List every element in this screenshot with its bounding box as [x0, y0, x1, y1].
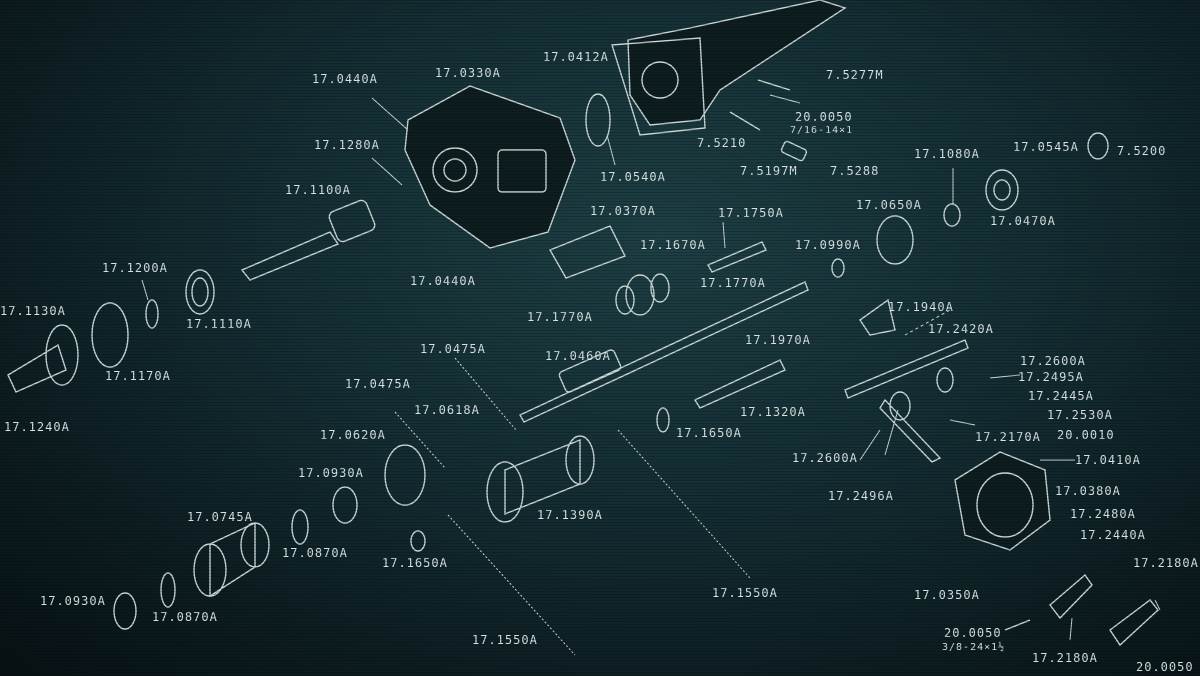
part-label: 17.1240A: [4, 420, 70, 434]
part-label: 17.0440A: [312, 72, 378, 86]
shift-lever-2: [1109, 599, 1159, 647]
snap-ring: [145, 299, 159, 329]
part-label: 17.1750A: [718, 206, 784, 220]
part-label: 17.1970A: [745, 333, 811, 347]
part-label: 17.0870A: [282, 546, 348, 560]
part-label: 17.0990A: [795, 238, 861, 252]
part-label: 3/8-24×1½: [942, 642, 1006, 653]
part-label: 17.0412A: [543, 50, 609, 64]
part-label: 20.0050: [795, 110, 853, 124]
part-label: 17.2440A: [1080, 528, 1146, 542]
part-label: 17.1200A: [102, 261, 168, 275]
extension-housing: [611, 0, 847, 136]
gear-right: [876, 215, 914, 265]
part-label: 17.0460A: [545, 349, 611, 363]
part-label: 17.1650A: [676, 426, 742, 440]
part-label: 17.2530A: [1047, 408, 1113, 422]
part-label: 17.2180A: [1133, 556, 1199, 570]
part-label: 17.2496A: [828, 489, 894, 503]
part-label: 17.2420A: [928, 322, 994, 336]
part-label: 17.2180A: [1032, 651, 1098, 665]
part-label: 17.0440A: [410, 274, 476, 288]
part-label: 17.0330A: [435, 66, 501, 80]
part-label: 17.1650A: [382, 556, 448, 570]
side-cover: [954, 451, 1051, 551]
ring-right: [943, 203, 961, 227]
part-label: 17.1670A: [640, 238, 706, 252]
part-label: 17.2480A: [1070, 507, 1136, 521]
part-label: 17.1770A: [700, 276, 766, 290]
part-label: 17.0745A: [187, 510, 253, 524]
part-label: 17.1550A: [472, 633, 538, 647]
seal: [1087, 132, 1109, 160]
part-label: 20.0050: [1136, 660, 1194, 674]
part-label: 17.0545A: [1013, 140, 1079, 154]
spring-1: [454, 357, 517, 431]
part-label: 17.1940A: [888, 300, 954, 314]
part-label: 17.0350A: [914, 588, 980, 602]
part-label: 17.0380A: [1055, 484, 1121, 498]
part-label: 17.2445A: [1028, 389, 1094, 403]
part-label: 17.1110A: [186, 317, 252, 331]
part-label: 17.0470A: [990, 214, 1056, 228]
part-label: 17.0540A: [600, 170, 666, 184]
washer: [332, 486, 358, 524]
part-label: 7.5200: [1117, 144, 1167, 158]
idler-shaft: [707, 241, 767, 273]
part-label: 17.1130A: [0, 304, 66, 318]
shift-lever-1: [1049, 573, 1093, 620]
part-label: 17.2170A: [975, 430, 1041, 444]
bearing-left: [185, 269, 215, 315]
part-label: 17.1550A: [712, 586, 778, 600]
part-label: 20.0010: [1057, 428, 1115, 442]
gasket-ring: [585, 93, 611, 147]
cluster-gear: [486, 435, 595, 523]
interlock-plate: [548, 225, 626, 279]
part-label: 7.5277M: [826, 68, 884, 82]
front-gasket: [91, 302, 129, 368]
bearing-retainer: [7, 324, 79, 393]
shift-forks: [844, 298, 969, 463]
part-label: 17.0370A: [590, 204, 656, 218]
part-label: 7.5197M: [740, 164, 798, 178]
part-label: 17.0650A: [856, 198, 922, 212]
bearing-right: [985, 169, 1019, 211]
part-label: 17.1100A: [285, 183, 351, 197]
part-label: 17.1080A: [914, 147, 980, 161]
part-label: 17.1770A: [527, 310, 593, 324]
synchronizer-sleeve: [193, 521, 270, 598]
part-label: 17.1170A: [105, 369, 171, 383]
main-shaft: [519, 281, 809, 423]
part-label: 20.0050: [944, 626, 1002, 640]
part-label: 17.1280A: [314, 138, 380, 152]
input-shaft: [240, 199, 376, 281]
part-label: 7.5288: [830, 164, 880, 178]
part-label: 17.0620A: [320, 428, 386, 442]
snap-ring-2: [291, 509, 309, 545]
part-label: 17.0475A: [345, 377, 411, 391]
part-label: 17.0475A: [420, 342, 486, 356]
part-label: 7.5210: [697, 136, 747, 150]
transmission-case: [404, 85, 576, 249]
part-label: 17.2495A: [1018, 370, 1084, 384]
part-label: 7/16-14×1: [790, 125, 854, 136]
part-label: 17.0930A: [40, 594, 106, 608]
part-label: 17.1390A: [537, 508, 603, 522]
part-label: 17.0930A: [298, 466, 364, 480]
countershaft: [693, 359, 786, 409]
part-label: 17.2600A: [792, 451, 858, 465]
roller-bearing: [384, 444, 426, 506]
roller-set-2: [617, 429, 751, 579]
part-label: 17.1320A: [740, 405, 806, 419]
part-label: 17.0618A: [414, 403, 480, 417]
roller-set-1: [447, 514, 576, 656]
part-label: 17.0870A: [152, 610, 218, 624]
counter-gear: [615, 273, 670, 316]
part-label: 17.0410A: [1075, 453, 1141, 467]
part-label: 17.2600A: [1020, 354, 1086, 368]
